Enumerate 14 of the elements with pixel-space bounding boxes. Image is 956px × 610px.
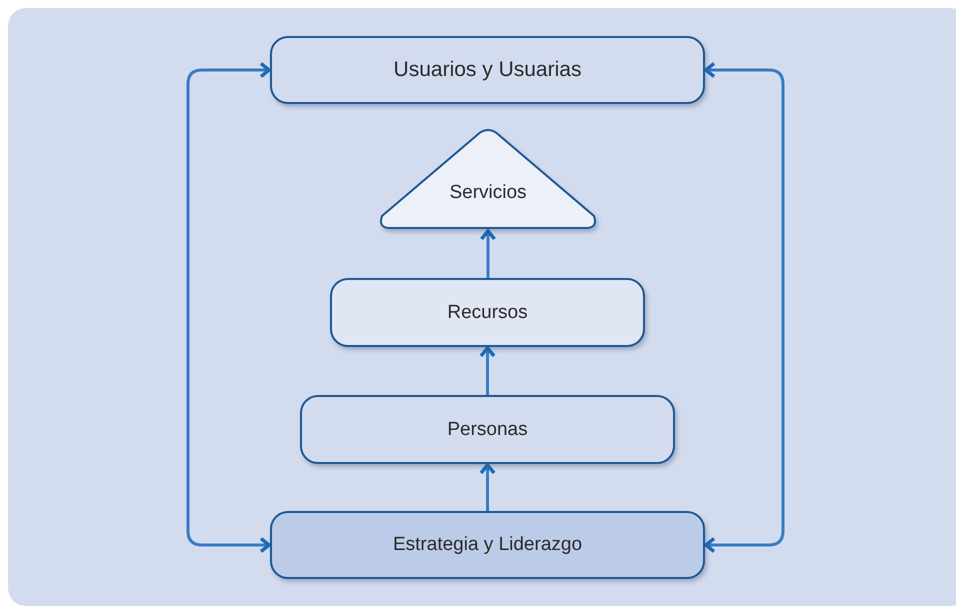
node-label: Personas: [447, 418, 528, 440]
process-box: [300, 395, 675, 464]
process-box: [270, 511, 705, 579]
node-label: Usuarios y Usuarias: [394, 58, 582, 82]
node-label: Estrategia y Liderazgo: [392, 534, 582, 556]
process-box: [330, 278, 645, 347]
arrow: [480, 229, 496, 278]
arrow: [479, 346, 496, 395]
process-box: [270, 36, 705, 104]
arrow: [704, 62, 784, 554]
arrow: [479, 463, 496, 511]
node-label: Servicios: [449, 182, 527, 204]
arrow: [186, 62, 271, 554]
node-label: Recursos: [447, 302, 528, 324]
